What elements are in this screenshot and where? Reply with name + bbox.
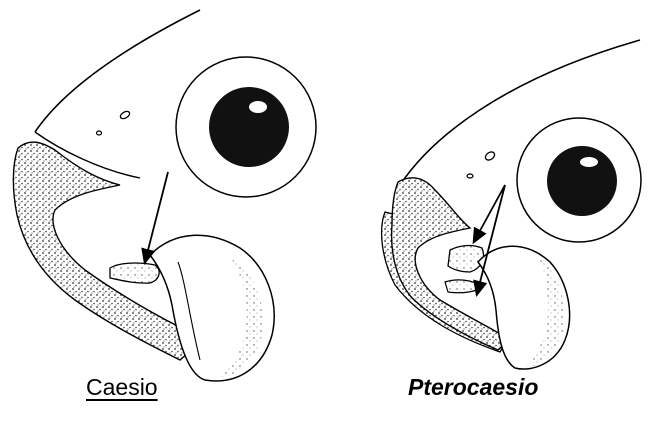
caesio-head-drawing (13, 10, 316, 381)
caesio-nostril-small (97, 131, 102, 135)
pterocaesio-nostril (484, 150, 496, 161)
caesio-nostril (119, 110, 131, 120)
pterocaesio-eye-highlight (580, 157, 598, 167)
caesio-head-outline (35, 10, 200, 132)
pterocaesio-head-drawing (382, 40, 641, 369)
pterocaesio-pupil (547, 146, 617, 216)
pterocaesio-arrow-upper (476, 185, 505, 238)
pterocaesio-process (448, 246, 484, 272)
caesio-process (110, 263, 159, 283)
caesio-label: Caesio (86, 376, 158, 399)
caesio-pupil (209, 87, 289, 167)
pterocaesio-process-lower (445, 280, 482, 293)
caesio-eye-highlight (249, 101, 267, 113)
pterocaesio-label: Pterocaesio (408, 376, 538, 399)
pterocaesio-nostril-small (467, 174, 473, 178)
